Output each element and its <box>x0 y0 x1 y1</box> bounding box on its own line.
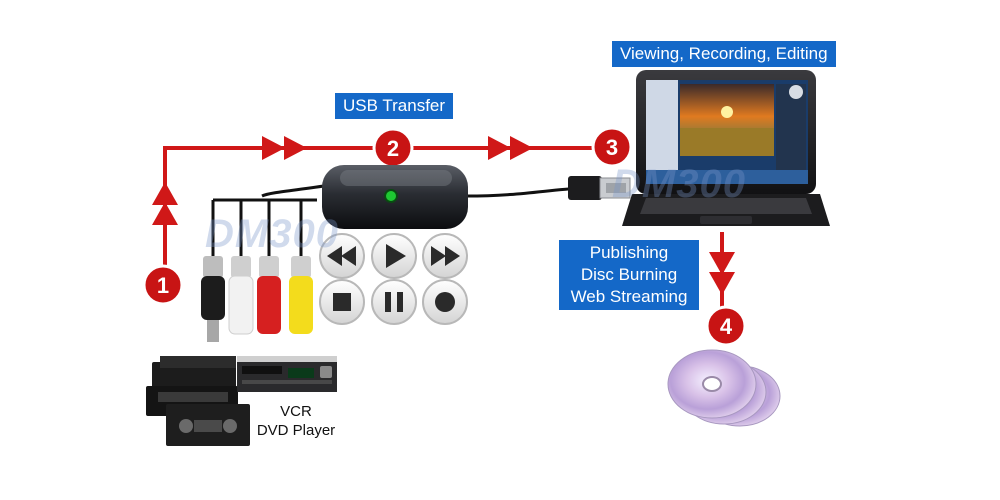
usb-plug <box>568 176 631 200</box>
viewing-recording-editing-label: Viewing, Recording, Editing <box>612 41 836 67</box>
arrow-down-icon <box>709 272 735 295</box>
capture-device <box>322 165 468 229</box>
arrow-up-icon <box>152 182 178 205</box>
pause-icon <box>371 279 417 325</box>
s-video-connector <box>201 256 225 342</box>
laptop <box>622 70 830 226</box>
step-marker-3: 3 <box>591 126 633 168</box>
stop-icon <box>319 279 365 325</box>
vcr-dvd-player-icon <box>237 356 337 392</box>
arrow-up-icon <box>152 202 178 225</box>
usb-transfer-label: USB Transfer <box>335 93 454 119</box>
step-number: 3 <box>606 135 618 160</box>
publishing-label: Publishing Disc Burning Web Streaming <box>559 240 699 310</box>
watermark: DM300 <box>205 212 339 256</box>
vhs-tapes-icon <box>146 356 250 446</box>
step-number: 4 <box>720 314 733 339</box>
step-number: 1 <box>157 273 169 298</box>
arrow-right-icon <box>488 136 511 160</box>
rca-red-connector <box>257 256 281 334</box>
rca-white-connector <box>228 256 254 335</box>
step-marker-4: 4 <box>705 305 747 347</box>
step-marker-1: 1 <box>142 264 184 306</box>
rca-yellow-connector <box>289 256 313 334</box>
connectors <box>201 256 313 342</box>
step-number: 2 <box>387 136 399 161</box>
arrow-right-icon <box>284 136 307 160</box>
arrow-down-icon <box>709 252 735 275</box>
watermark: DM300 <box>612 162 746 206</box>
arrow-right-icon <box>510 136 533 160</box>
fast-forward-icon <box>422 233 468 279</box>
arrow-right-icon <box>262 136 285 160</box>
play-icon <box>371 233 417 279</box>
led-icon <box>384 189 398 203</box>
dvd-discs-icon <box>667 349 781 427</box>
rewind-icon <box>319 233 365 279</box>
flow-arrows <box>152 136 735 295</box>
step-marker-2: 2 <box>372 127 414 169</box>
source-devices-caption: VCR DVD Player <box>256 403 336 439</box>
record-icon <box>422 279 468 325</box>
media-controls <box>319 233 468 325</box>
